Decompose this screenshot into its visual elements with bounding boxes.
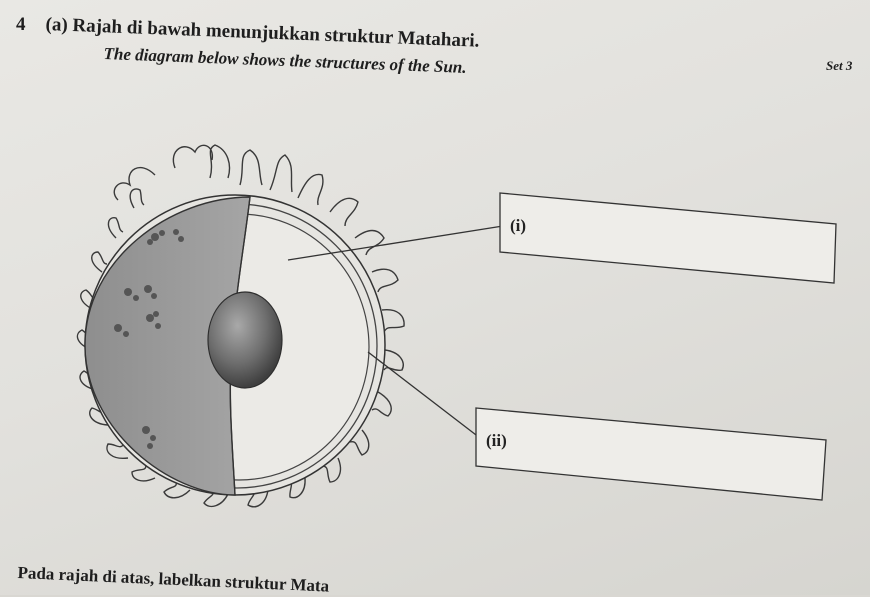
- label-line-i: [287, 225, 504, 261]
- sun-core: [207, 291, 283, 389]
- question-number: 4: [16, 14, 26, 35]
- set-label: Set 3: [826, 58, 853, 73]
- label-ii: (ii): [486, 431, 507, 450]
- answer-box-i[interactable]: [499, 192, 837, 284]
- sunspots: [114, 229, 184, 449]
- corona-flares: [76, 144, 405, 508]
- label-i: (i): [510, 216, 526, 235]
- label-line-ii: [367, 351, 481, 439]
- answer-box-ii[interactable]: [475, 407, 827, 501]
